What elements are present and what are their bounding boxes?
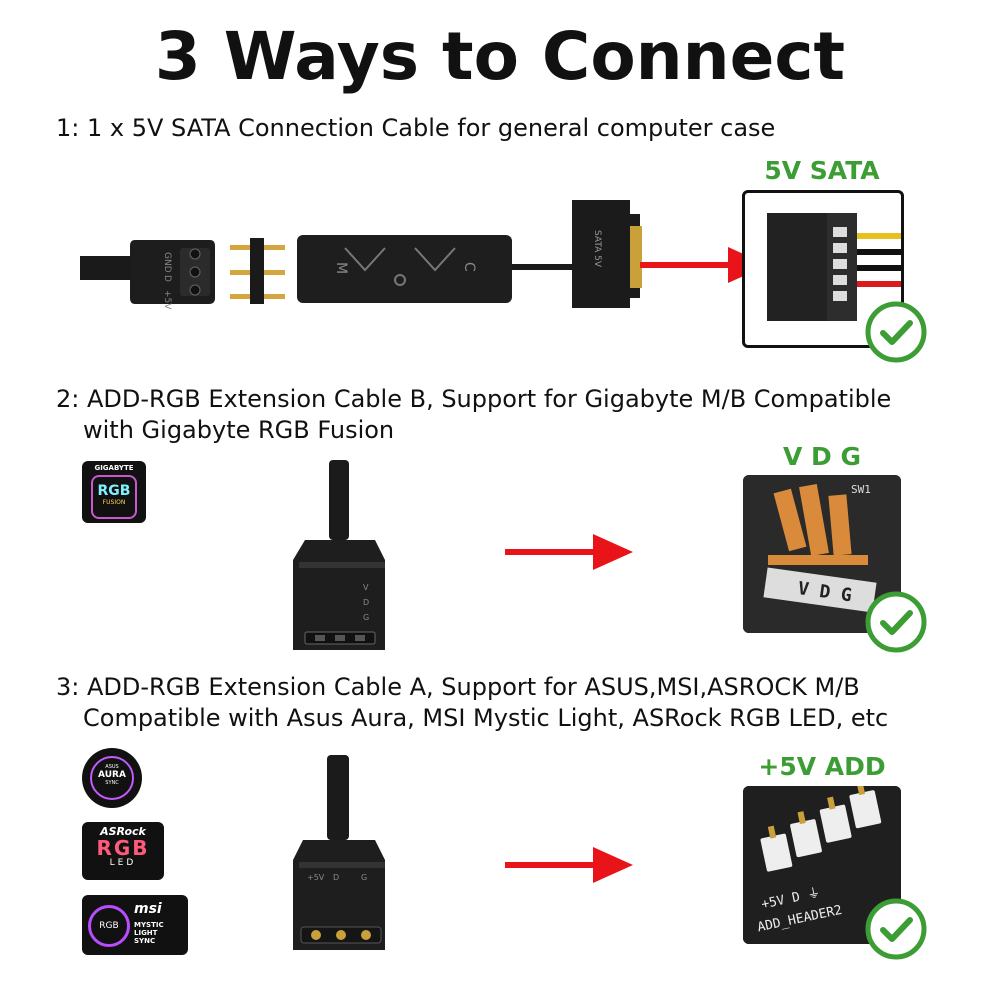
red-arrow-icon <box>505 534 633 570</box>
step-3-description: 3: ADD-RGB Extension Cable A, Support fo… <box>56 672 888 734</box>
target-label-sata: 5V SATA <box>764 156 880 185</box>
svg-text:D: D <box>162 275 172 282</box>
sata-print: SATA 5V <box>592 230 602 268</box>
svg-text:G: G <box>361 873 367 882</box>
check-circle-icon <box>865 898 927 960</box>
target-label-vdg: V D G <box>782 442 862 471</box>
sata-controller-cable-image: GND D +5V M C SATA 5V <box>80 200 642 310</box>
check-circle-icon <box>865 591 927 653</box>
gigabyte-connector-image: V D G <box>293 460 385 650</box>
msi-mystic-light-logo: RGB msi MYSTIC LIGHT SYNC <box>82 895 188 955</box>
asus-connector-image: +5V D G <box>293 755 385 950</box>
step-2-description: 2: ADD-RGB Extension Cable B, Support fo… <box>56 384 891 446</box>
svg-text:G: G <box>363 613 369 622</box>
controller-button-c: C <box>461 262 477 272</box>
svg-text:+5V: +5V <box>307 873 325 882</box>
step-1-line1: 1: 1 x 5V SATA Connection Cable for gene… <box>56 114 776 142</box>
controller-button-m: M <box>333 262 349 274</box>
sata-plug <box>572 200 640 308</box>
step-3-line1: 3: ADD-RGB Extension Cable A, Support fo… <box>56 673 860 701</box>
page-title: 3 Ways to Connect <box>154 18 846 95</box>
target-label-add: +5V ADD <box>758 752 886 781</box>
step-2-line2: with Gigabyte RGB Fusion <box>83 416 395 444</box>
gigabyte-rgb-fusion-logo: GIGABYTE RGB FUSION <box>82 461 146 523</box>
red-arrow-icon <box>505 847 633 883</box>
svg-text:D: D <box>333 873 339 882</box>
controller-box <box>297 235 512 303</box>
step-2-line1: 2: ADD-RGB Extension Cable B, Support fo… <box>56 385 892 413</box>
male-pin-adapter <box>230 238 285 304</box>
check-circle-icon <box>865 301 927 363</box>
step-3-line2: Compatible with Asus Aura, MSI Mystic Li… <box>83 704 889 732</box>
asrock-rgb-led-logo: ASRock RGB LED <box>82 822 164 880</box>
svg-text:SW1: SW1 <box>851 483 871 496</box>
vdg-header-photo: V D G SW1 <box>743 475 901 633</box>
asus-aura-sync-logo: ASUS AURA SYNC <box>82 748 142 808</box>
sata-power-photo <box>742 190 904 348</box>
svg-text:D: D <box>363 598 369 607</box>
svg-text:GND: GND <box>162 252 172 273</box>
svg-text:+5V: +5V <box>162 290 172 310</box>
step-1-description: 1: 1 x 5V SATA Connection Cable for gene… <box>56 113 775 144</box>
svg-text:V: V <box>363 583 369 592</box>
